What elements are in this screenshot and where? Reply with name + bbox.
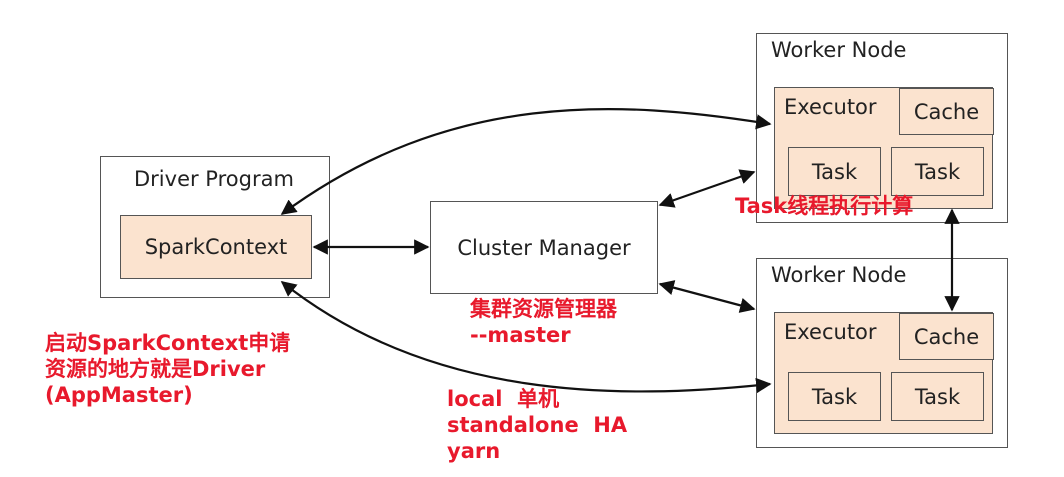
executor-2-label: Executor: [784, 320, 877, 344]
task-thread-text: Task线程执行计算: [735, 194, 914, 218]
cluster-manager-box: Cluster Manager: [430, 201, 658, 294]
cache-1-box: Cache: [899, 88, 994, 135]
driver-program-title: Driver Program: [134, 167, 294, 191]
driver-note-line-2: 资源的地方就是Driver: [45, 357, 266, 381]
task-1b-label: Task: [914, 159, 961, 184]
mode-standalone: standalone HA: [447, 413, 628, 437]
cluster-manager-note: 集群资源管理器 --master: [470, 296, 617, 348]
driver-note-line-1: 启动SparkContext申请: [45, 331, 291, 355]
task-2b-label: Task: [914, 384, 961, 409]
arrow-cluster-worker2: [658, 280, 756, 313]
deploy-modes-note: local 单机 standalone HA yarn: [447, 386, 627, 464]
executor-2-box: Executor Cache Task Task: [774, 312, 994, 434]
executor-1-label: Executor: [784, 95, 877, 119]
driver-note-line-3: (AppMaster): [45, 383, 193, 407]
task-thread-note: Task线程执行计算: [735, 193, 913, 219]
mode-local: local 单机: [447, 387, 560, 411]
worker-node-1-title: Worker Node: [771, 38, 907, 62]
worker-node-2: Worker Node Executor Cache Task Task: [756, 258, 1008, 448]
cluster-manager-note-line-1: 集群资源管理器: [470, 297, 617, 321]
cache-2-label: Cache: [913, 324, 980, 349]
cluster-manager-note-line-2: --master: [470, 323, 571, 347]
executor-1-box: Executor Cache Task Task: [774, 87, 994, 209]
mode-yarn: yarn: [447, 439, 501, 463]
cluster-manager-label: Cluster Manager: [457, 235, 631, 260]
task-1a-box: Task: [788, 147, 881, 196]
task-2b-box: Task: [891, 372, 984, 421]
spark-context-label: SparkContext: [144, 235, 288, 259]
task-2a-box: Task: [788, 372, 881, 421]
task-1b-box: Task: [891, 147, 984, 196]
worker-node-1: Worker Node Executor Cache Task Task: [756, 33, 1008, 223]
task-2a-label: Task: [811, 384, 858, 409]
arrow-driver-executor1: [280, 108, 772, 215]
cache-2-box: Cache: [899, 313, 994, 360]
task-1a-label: Task: [811, 159, 858, 184]
spark-context-box: SparkContext: [120, 215, 312, 279]
driver-note: 启动SparkContext申请 资源的地方就是Driver (AppMaste…: [45, 330, 290, 408]
cache-1-label: Cache: [913, 99, 980, 124]
worker-node-2-title: Worker Node: [771, 263, 907, 287]
arrow-driver-executor2: [280, 281, 772, 394]
